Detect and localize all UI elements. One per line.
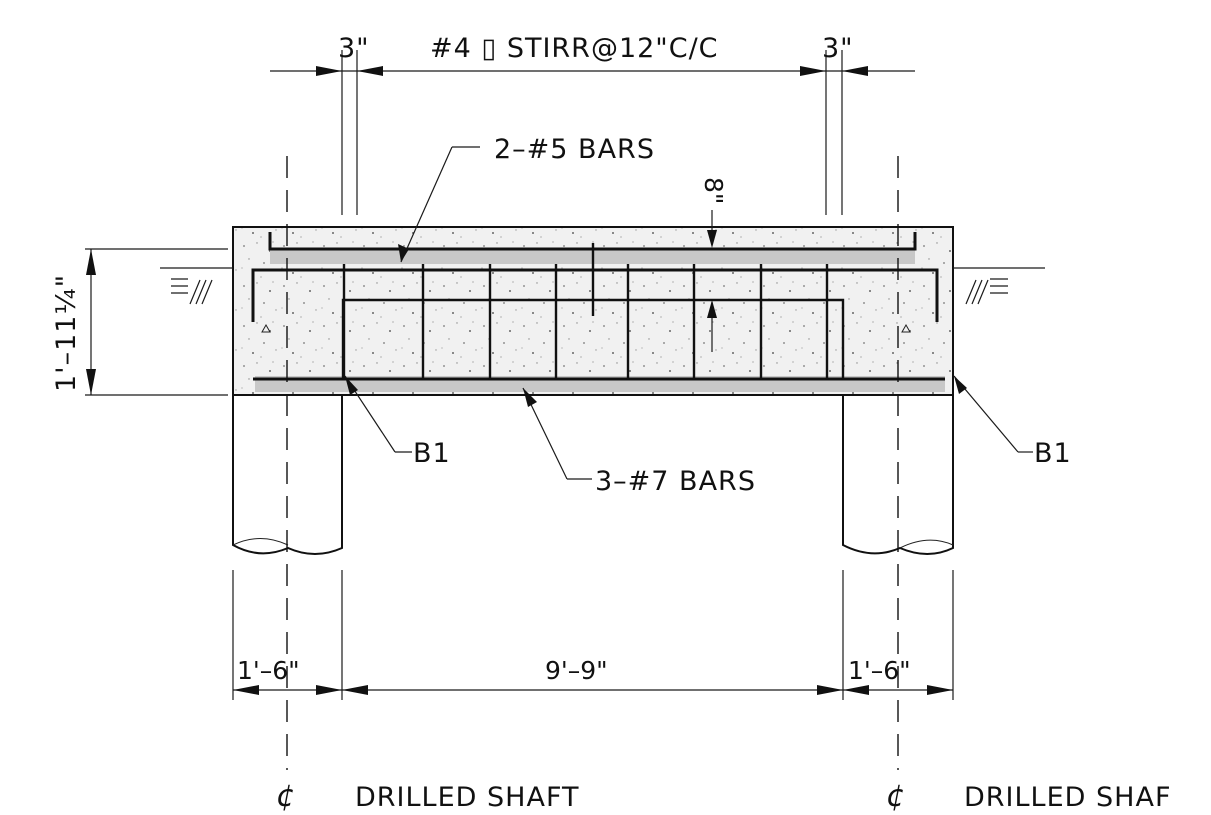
stirrup-legs — [342, 243, 829, 380]
top-cover-right-label: 3" — [822, 33, 854, 64]
depth-dim-label: 1'–11¼" — [51, 274, 82, 392]
aggregate-mark-left — [261, 323, 271, 333]
dim-right-label: 1'–6" — [848, 656, 911, 685]
ground-right — [953, 267, 1045, 305]
top-dimension — [270, 50, 915, 215]
bar-b1 — [251, 268, 939, 322]
stirrup-callout-label: #4 ▯ STIRR@12"C/C — [430, 33, 719, 64]
dim-left-label: 1'–6" — [237, 656, 300, 685]
top-cover-left-label: 3" — [338, 33, 370, 64]
cover-dim-label: 8" — [699, 177, 728, 204]
top-bars-label: 2–#5 BARS — [494, 134, 655, 165]
b1-right-leader — [953, 375, 1033, 453]
top-bars-leader — [398, 146, 480, 263]
shaft-label-right: DRILLED SHAF — [964, 782, 1171, 813]
dim-center-label: 9'–9" — [545, 656, 608, 685]
shaft-label-left: DRILLED SHAFT — [355, 782, 580, 813]
cover-dimension — [707, 210, 717, 352]
bar-mark-left-label: B1 — [413, 438, 451, 469]
bar-mark-right-label: B1 — [1034, 438, 1072, 469]
b1-left-leader — [344, 375, 412, 453]
ground-left — [160, 267, 233, 305]
depth-dimension — [85, 248, 228, 396]
bottom-bars-label: 3–#7 BARS — [595, 466, 756, 497]
centerline-symbol-left: ¢ — [276, 779, 295, 814]
aggregate-mark-right — [901, 323, 911, 333]
bottom-bars-leader — [522, 387, 592, 480]
centerline-symbol-right: ¢ — [886, 779, 905, 814]
bottom-dimension — [232, 570, 954, 700]
